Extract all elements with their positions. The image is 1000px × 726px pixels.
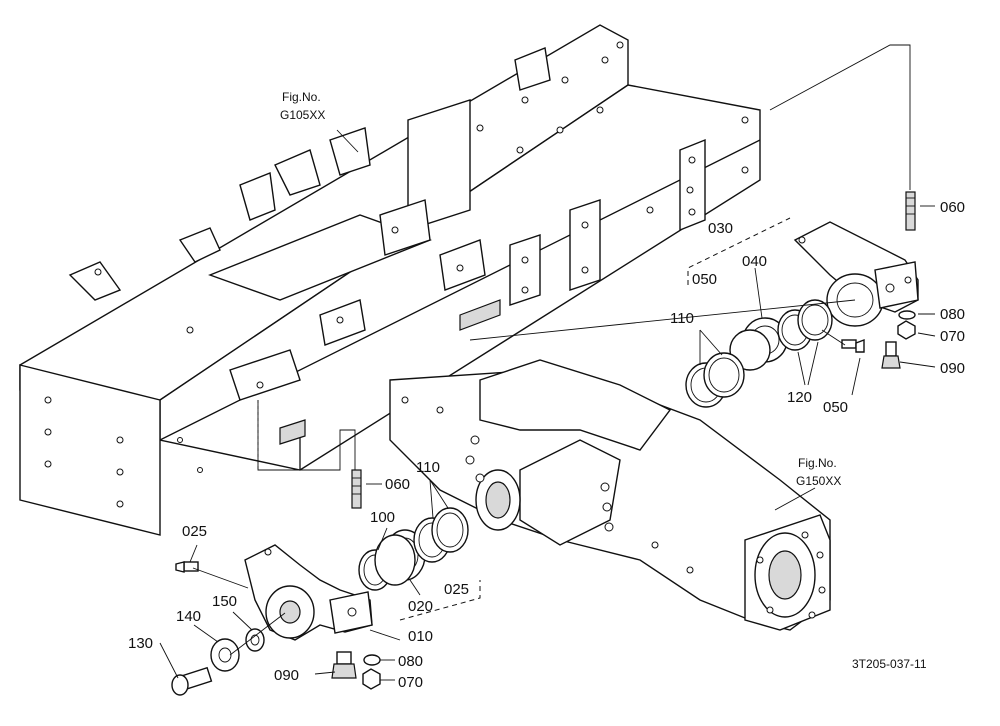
- part-label-150: 150: [212, 593, 237, 610]
- part-label-110-upper: 110: [670, 310, 694, 327]
- part-label-110-lower: 110: [416, 459, 440, 476]
- part-label-025-mid: 025: [444, 581, 469, 598]
- left-support-assembly: [171, 469, 469, 696]
- fig-ref-axle-line2: G150XX: [796, 474, 841, 488]
- part-label-060-right: 060: [940, 199, 965, 216]
- drawing-code: 3T205-037-11: [852, 657, 927, 671]
- part-label-040: 040: [742, 253, 767, 270]
- fig-ref-frame-line1: Fig.No.: [282, 90, 321, 104]
- part-label-090-right: 090: [940, 360, 965, 377]
- part-label-140: 140: [176, 608, 201, 625]
- figure-ref-frame: Fig.No. G105XX: [280, 90, 325, 122]
- fig-ref-axle-line1: Fig.No.: [798, 456, 837, 470]
- fig-ref-frame-line2: G105XX: [280, 108, 325, 122]
- front-axle-housing: [389, 359, 831, 631]
- part-label-060-left: 060: [385, 476, 410, 493]
- tractor-frame: [19, 24, 761, 536]
- part-label-080-right: 080: [940, 306, 965, 323]
- part-label-020: 020: [408, 598, 433, 615]
- part-label-080-left: 080: [398, 653, 423, 670]
- part-label-010: 010: [408, 628, 433, 645]
- leader-lines: [159, 129, 936, 681]
- figure-ref-axle: Fig.No. G150XX: [796, 456, 841, 488]
- part-label-050-lower: 050: [823, 399, 848, 416]
- part-label-025-left: 025: [182, 523, 207, 540]
- assembly-lines: [192, 44, 911, 656]
- part-label-120: 120: [787, 389, 812, 406]
- right-support-assembly: [685, 191, 919, 408]
- part-label-090-left: 090: [274, 667, 299, 684]
- part-label-070-left: 070: [398, 674, 423, 691]
- part-label-030: 030: [708, 220, 733, 237]
- part-label-050-upper: 050: [692, 271, 717, 288]
- part-label-070-right: 070: [940, 328, 965, 345]
- part-label-130: 130: [128, 635, 153, 652]
- part-label-100: 100: [370, 509, 395, 526]
